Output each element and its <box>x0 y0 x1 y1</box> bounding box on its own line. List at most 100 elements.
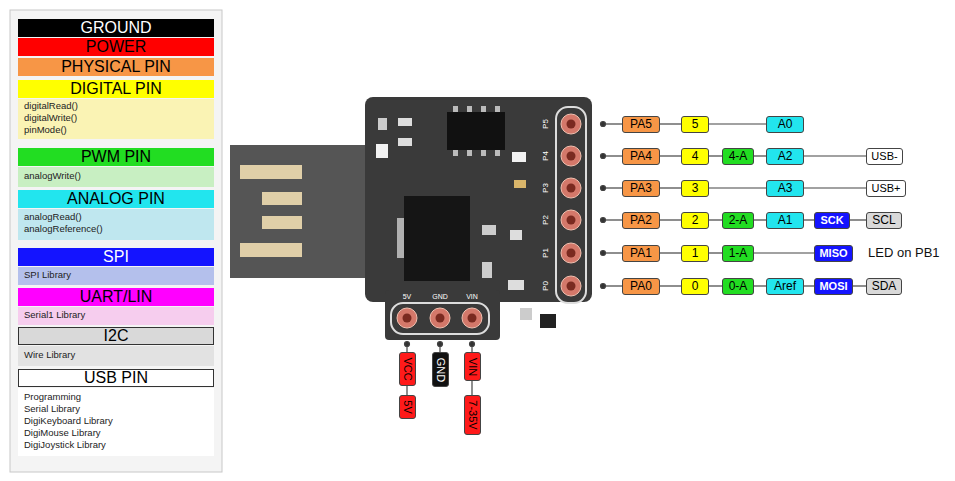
function-name: digitalRead() <box>24 101 78 112</box>
pin-text: 7-35V <box>467 400 478 429</box>
analog-pin-box: A0 <box>766 116 804 133</box>
function-name: pinMode() <box>24 125 67 136</box>
analog-pin-box: A1 <box>766 212 804 229</box>
legend-text: PHYSICAL PIN <box>61 59 171 75</box>
legend-band <box>18 307 214 325</box>
legend-band <box>18 99 214 139</box>
i2c-pin-box: SDA <box>866 278 902 295</box>
function-name: digitalWrite() <box>24 113 77 124</box>
wire-connector <box>853 285 866 286</box>
wire-connector <box>754 219 766 220</box>
legend-swatch: I2C <box>18 327 214 345</box>
pin-text: 4-A <box>729 150 748 162</box>
physical-pin-box: PA4 <box>622 148 660 165</box>
pwm-pin-box: 2-A <box>722 212 754 229</box>
pin-pads <box>397 114 581 328</box>
usb-pin-box: USB- <box>866 148 903 165</box>
pin-text: MISO <box>819 248 847 259</box>
pin-text: PA2 <box>630 214 652 226</box>
pin-text: VCC <box>402 357 413 380</box>
legend-text: ANALOG PIN <box>67 191 165 207</box>
mcu-chip <box>447 112 505 150</box>
library-name: Serial Library <box>24 404 80 415</box>
pcb-tab <box>385 290 500 340</box>
wire-connector <box>660 155 681 156</box>
silkscreen-label: P0 <box>541 281 550 291</box>
pin-text: A0 <box>778 118 793 130</box>
legend-swatch: PHYSICAL PIN <box>18 58 214 76</box>
silkscreen-label: P1 <box>541 248 550 258</box>
pin-text: SDA <box>872 280 897 292</box>
wire-connector <box>660 219 681 220</box>
legend-swatch: ANALOG PIN <box>18 190 214 208</box>
library-name: Serial1 Library <box>24 310 85 321</box>
power-box: VCC <box>399 352 416 386</box>
pin-text: MOSI <box>819 281 847 292</box>
pin-text: PA4 <box>630 150 652 162</box>
library-name: DigiMouse Library <box>24 428 101 439</box>
usb-contact <box>240 165 302 179</box>
silkscreen-label: P4 <box>541 151 550 161</box>
legend-panel <box>10 10 222 472</box>
digital-pin-box: 0 <box>681 278 709 295</box>
pin-text: 3 <box>692 182 699 194</box>
legend-swatch: USB PIN <box>18 369 214 387</box>
silkscreen-label: P2 <box>541 215 550 225</box>
usb-contact <box>240 243 302 257</box>
pin-text: GND <box>435 357 446 381</box>
legend-text: USB PIN <box>84 370 148 386</box>
analog-pin-box: A2 <box>766 148 804 165</box>
silkscreen-label: P3 <box>541 183 550 193</box>
wire-connector <box>709 285 722 286</box>
wire-connector <box>804 187 866 188</box>
wire-connector <box>660 285 681 286</box>
silkscreen-label: GND <box>432 293 448 301</box>
legend-band <box>18 267 214 285</box>
spi-pin-box: MOSI <box>814 278 853 295</box>
usb-contact <box>262 192 302 205</box>
pin-text: A3 <box>778 182 793 194</box>
wire-connector <box>406 386 407 395</box>
analog-pin-box: Aref <box>766 278 804 295</box>
power-box: 5V <box>399 395 416 419</box>
digital-pin-box: 4 <box>681 148 709 165</box>
pwm-pin-box: 1-A <box>722 245 754 262</box>
pwm-pin-box: 4-A <box>722 148 754 165</box>
pwm-pin-box: 0-A <box>722 278 754 295</box>
pin-text: A1 <box>778 214 793 226</box>
legend-text: DIGITAL PIN <box>70 81 162 97</box>
wire-connector <box>709 123 766 124</box>
wire-connector <box>709 187 766 188</box>
pin-text: 2 <box>692 214 699 226</box>
i2c-pin-box: SCL <box>866 212 902 229</box>
legend-swatch: GROUND <box>18 19 214 37</box>
wire-connector <box>660 187 681 188</box>
pin-text: USB- <box>871 151 897 162</box>
wire-connector <box>754 155 766 156</box>
voltage-regulator <box>404 196 470 281</box>
wire-connector <box>850 219 866 220</box>
power-box: VIN <box>464 352 481 381</box>
legend-text: GROUND <box>80 20 151 36</box>
pin-text: A2 <box>778 150 793 162</box>
legend-text: SPI <box>103 249 129 265</box>
function-name: analogWrite() <box>24 171 81 182</box>
function-name: analogRead() <box>24 212 82 223</box>
pin-text: 5 <box>692 118 699 130</box>
usb-pin-box: USB+ <box>866 180 906 197</box>
silkscreen-label: VIN <box>466 293 478 301</box>
pin-text: PA5 <box>630 118 652 130</box>
wire-connector <box>709 219 722 220</box>
legend-text: POWER <box>86 39 146 55</box>
pin-note: LED on PB1 <box>868 246 940 261</box>
pin-header <box>391 303 489 334</box>
wire-connector <box>804 285 814 286</box>
pin-text: USB+ <box>871 183 900 194</box>
pin-text: Aref <box>774 280 796 292</box>
digital-pin-box: 3 <box>681 180 709 197</box>
legend-band <box>18 346 214 366</box>
pin-text: PA3 <box>630 182 652 194</box>
wire-connector <box>754 285 766 286</box>
pin-text: SCK <box>820 215 843 226</box>
